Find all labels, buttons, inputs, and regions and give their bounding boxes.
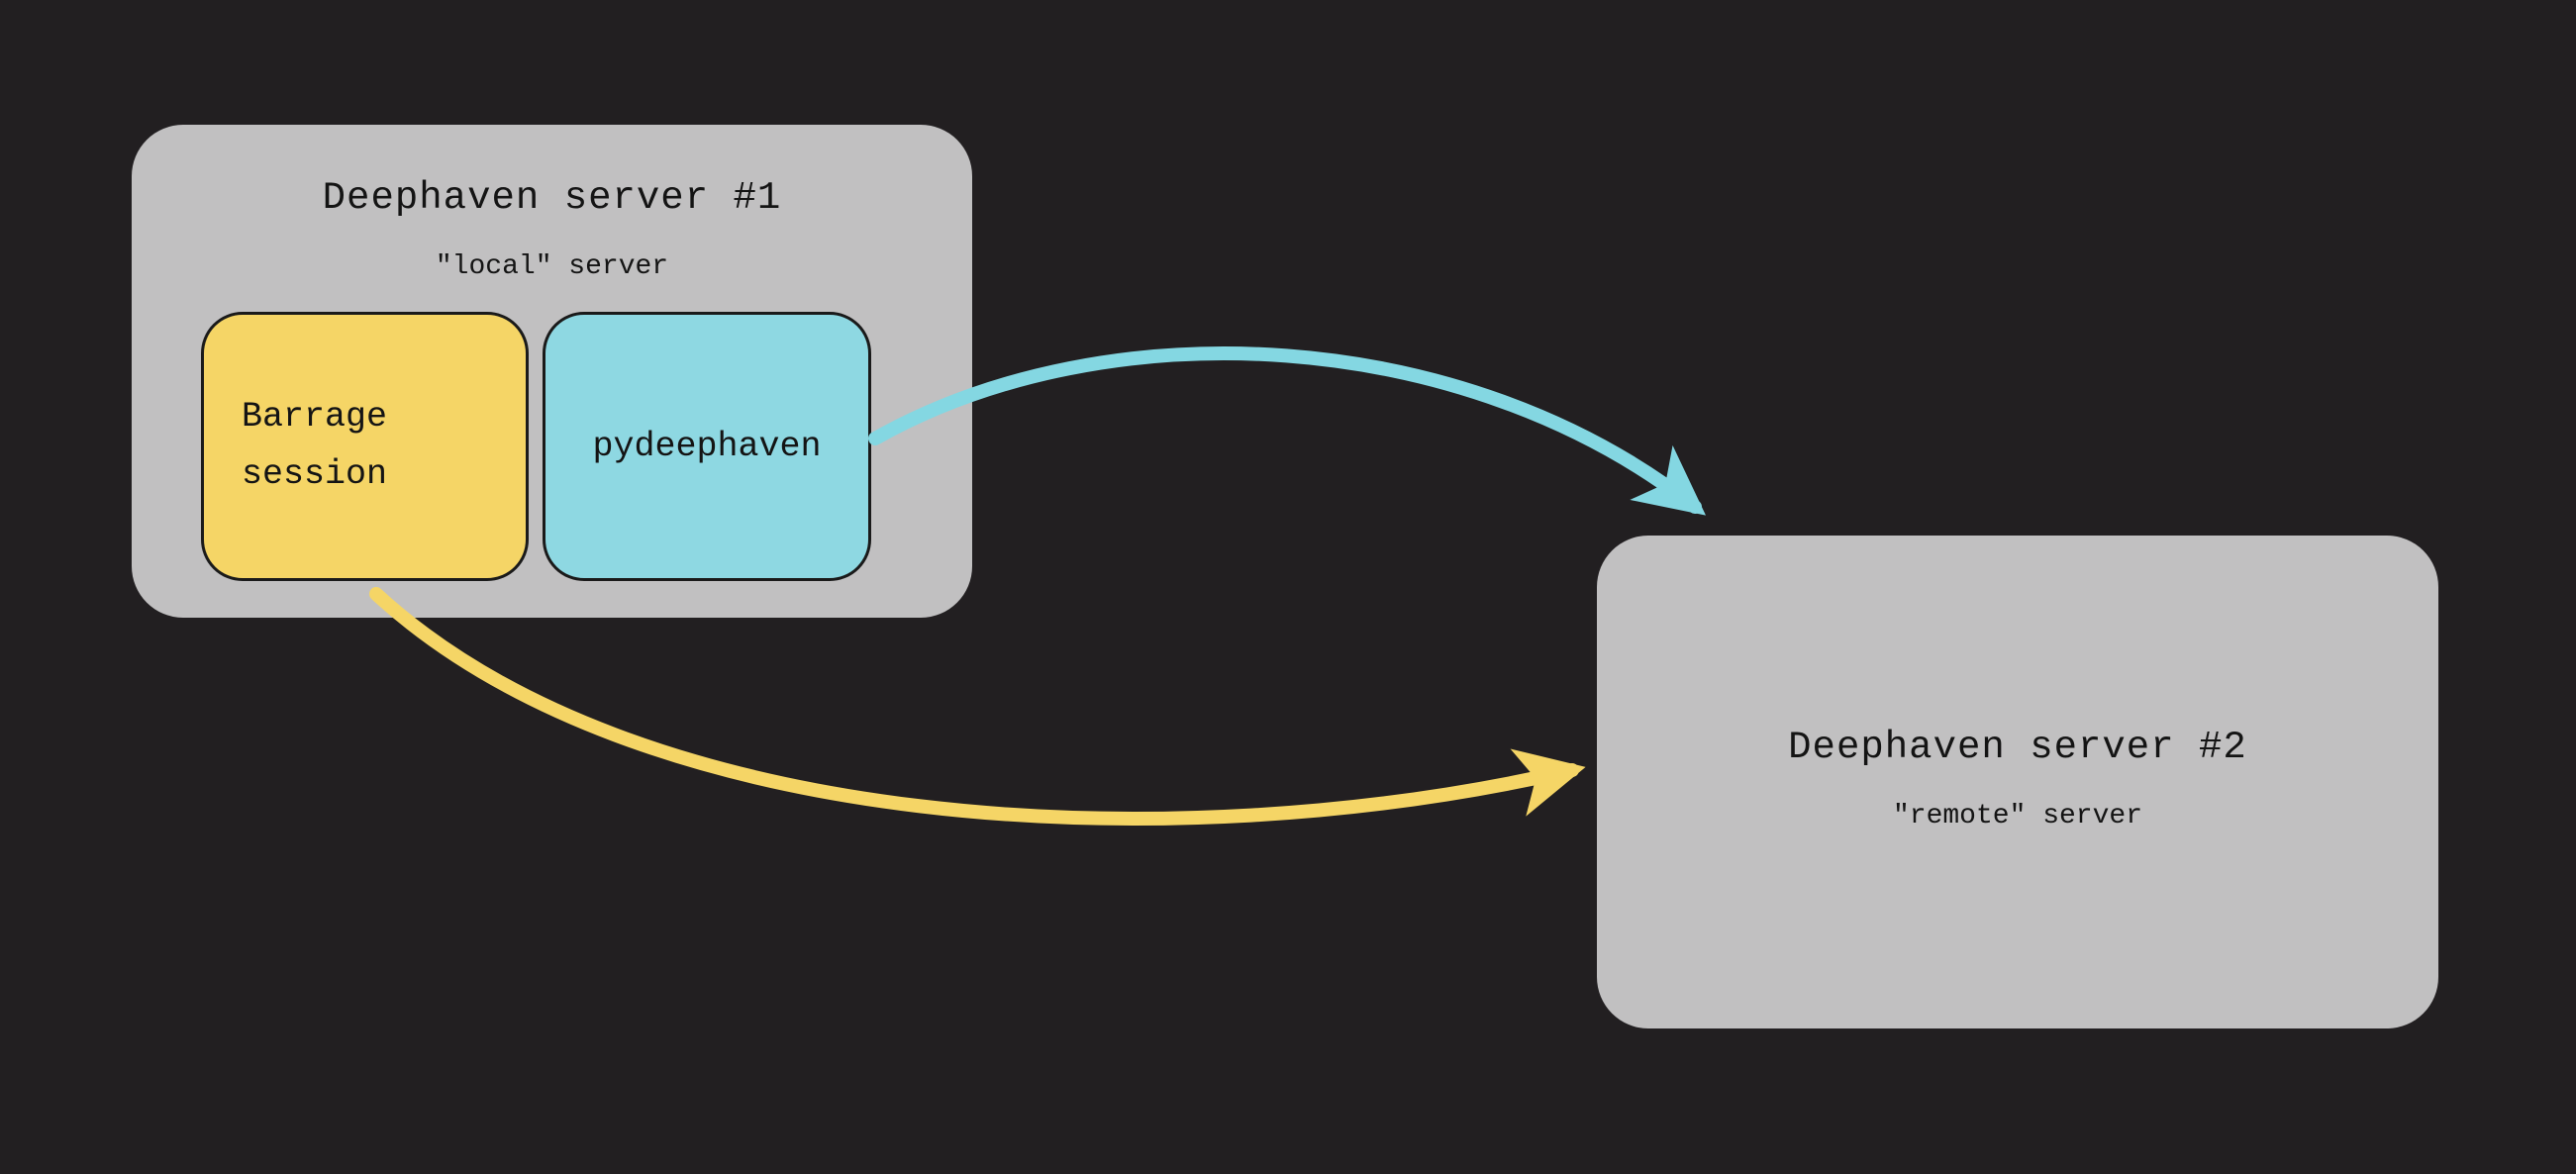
- server1-box: Deephaven server #1 "local" server Barra…: [132, 125, 972, 618]
- yellow-arrow: [369, 587, 1586, 826]
- pydeephaven-label: pydeephaven: [592, 427, 822, 466]
- barrage-session-label: Barrage session: [242, 397, 388, 494]
- server2-title: Deephaven server #2: [1788, 726, 2247, 769]
- cyan-arrow: [868, 346, 1707, 516]
- barrage-session-box: Barrage session: [201, 312, 529, 581]
- server1-subtitle: "local" server: [435, 251, 669, 282]
- server2-box: Deephaven server #2 "remote" server: [1597, 536, 2438, 1028]
- server2-subtitle: "remote" server: [1892, 801, 2143, 832]
- pydeephaven-box: pydeephaven: [543, 312, 871, 581]
- server1-title: Deephaven server #1: [322, 176, 782, 220]
